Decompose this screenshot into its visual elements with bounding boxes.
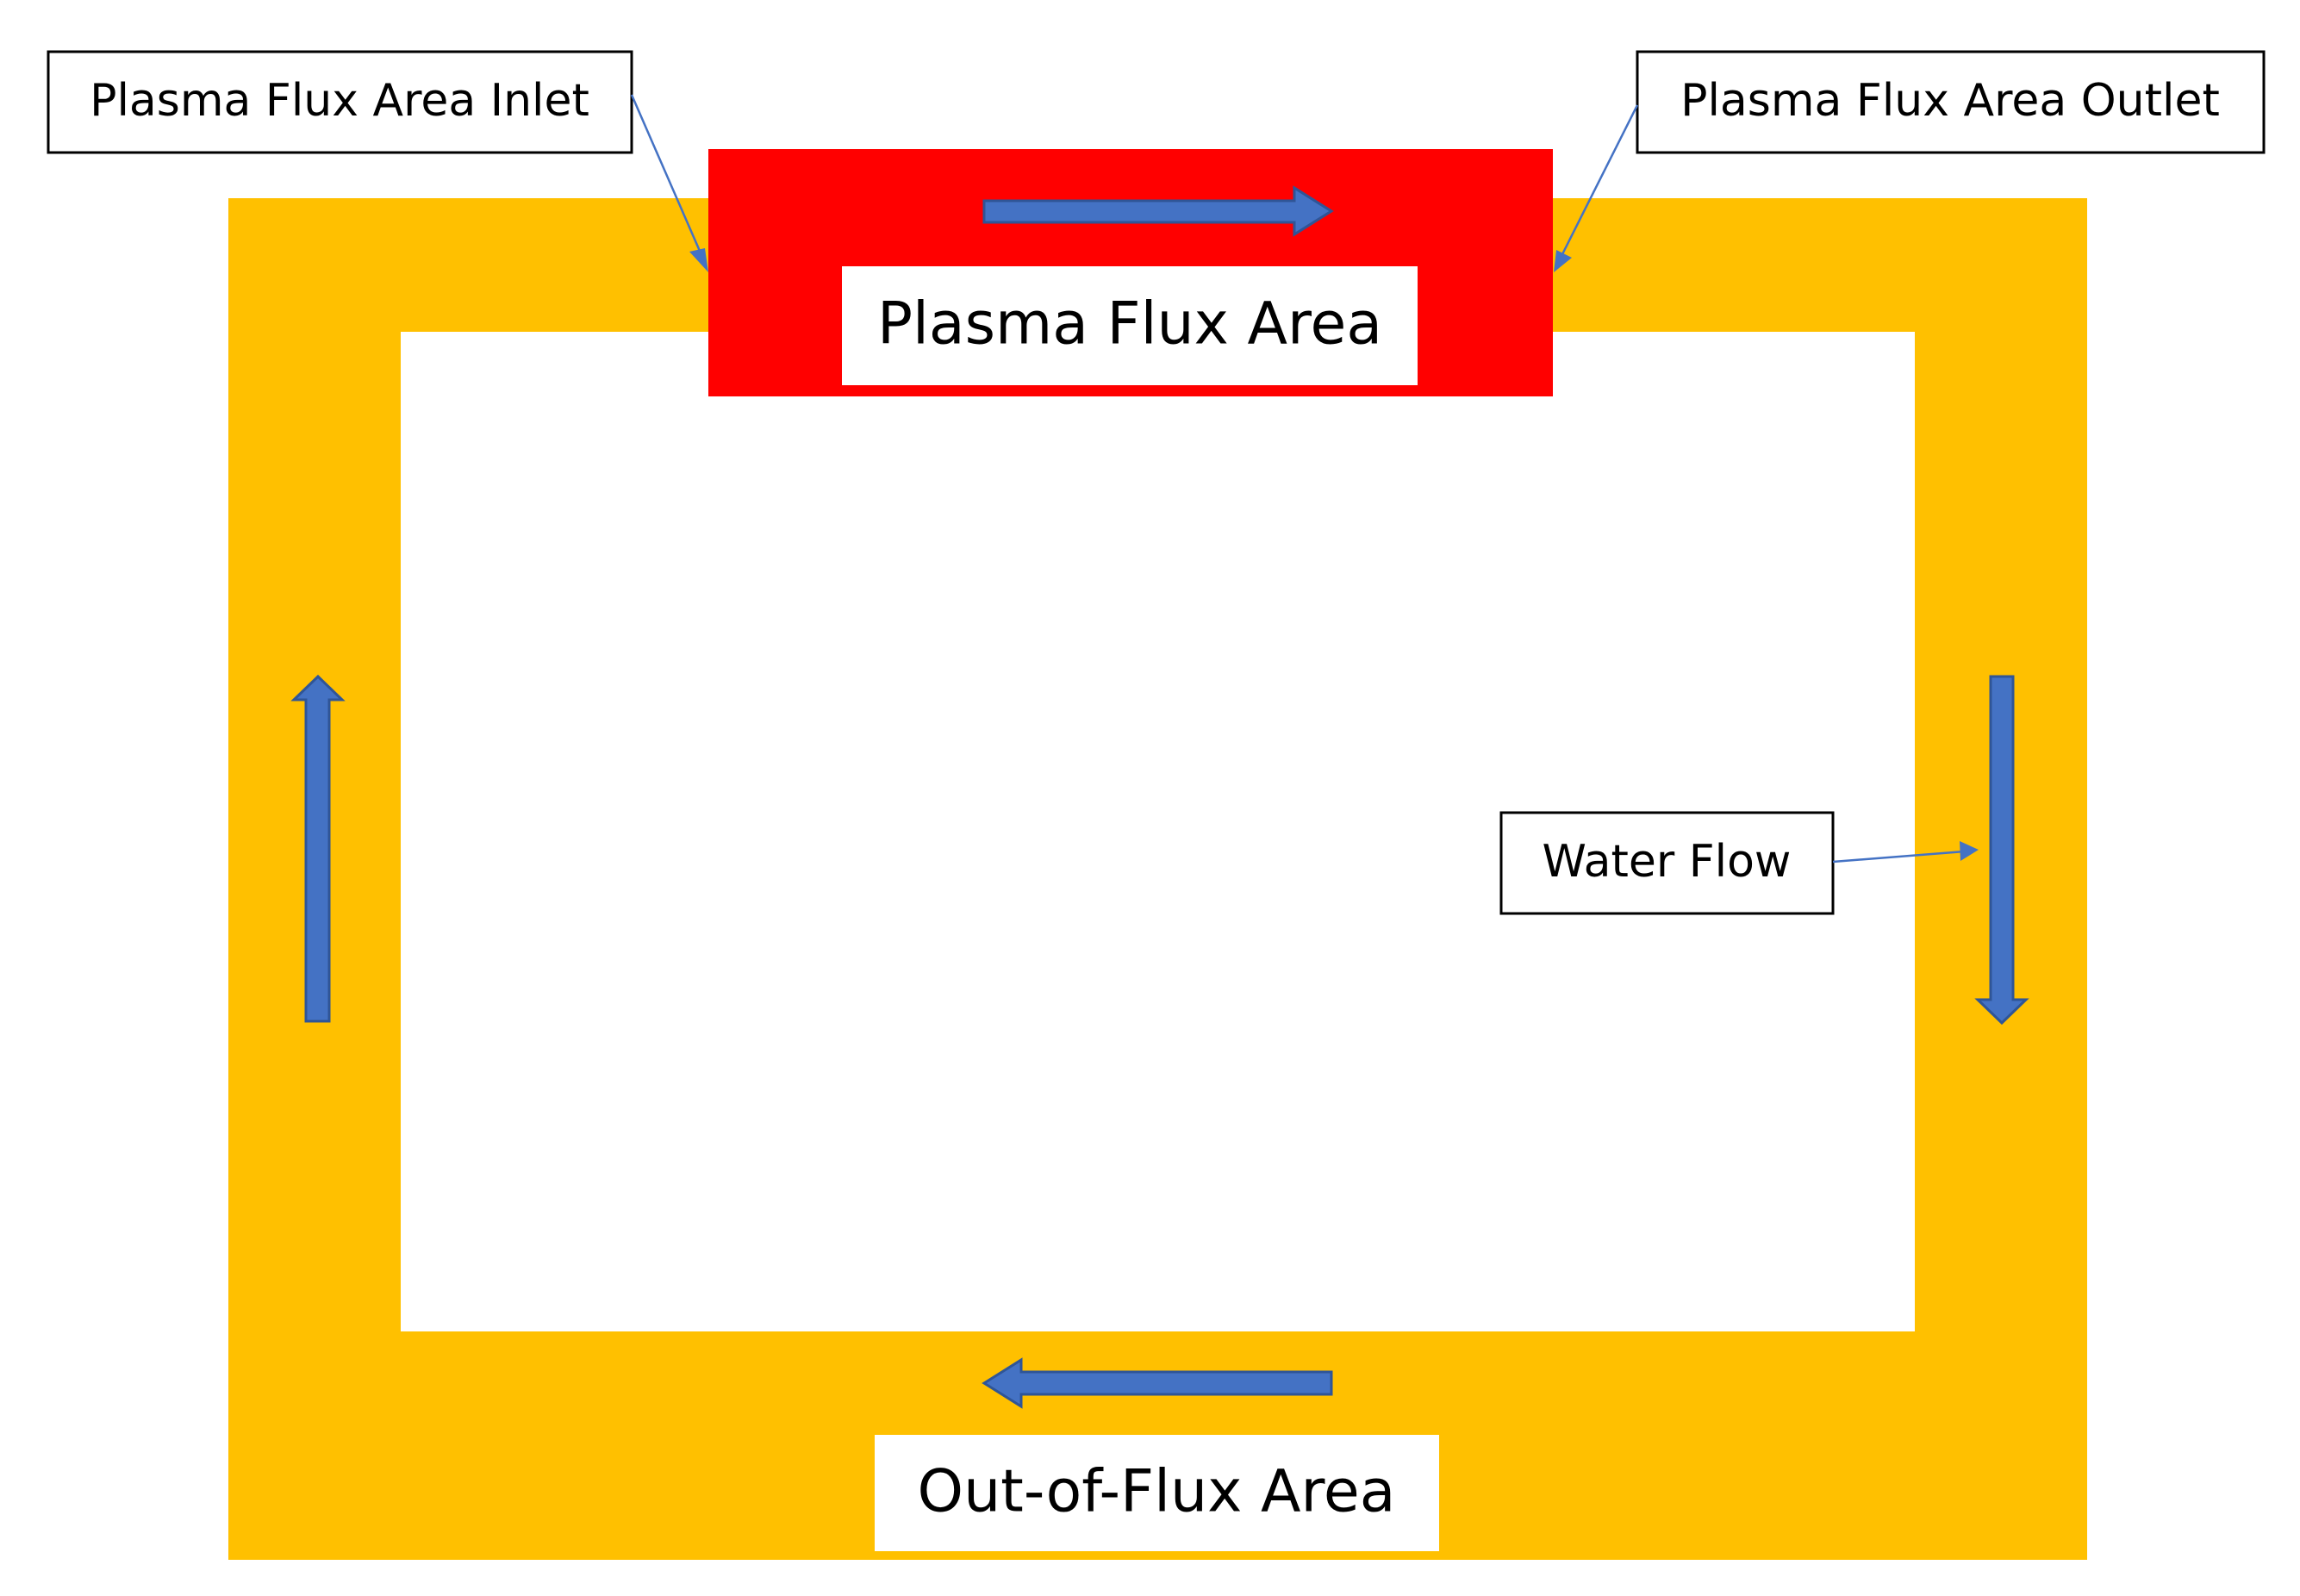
out-of-flux-area-label-box bbox=[875, 1435, 1439, 1551]
outlet-callout-box bbox=[1636, 50, 2266, 154]
outlet-callout-label: Plasma Flux Area Outlet bbox=[1680, 75, 2220, 127]
inlet-callout-box bbox=[47, 50, 633, 154]
water-flow-callout-arrowhead-icon bbox=[1960, 841, 1979, 861]
out-of-flux-loop bbox=[228, 198, 2087, 1560]
inlet-callout-arrowhead-icon bbox=[689, 248, 708, 272]
plasma-flux-area-label: Plasma Flux Area bbox=[877, 290, 1382, 358]
flow-arrow-left-icon bbox=[982, 1357, 1333, 1409]
water-flow-callout-box bbox=[1499, 811, 1835, 915]
inlet-callout-label: Plasma Flux Area Inlet bbox=[90, 75, 589, 127]
flow-arrow-up-icon bbox=[290, 674, 346, 1023]
water-flow-callout-label: Water Flow bbox=[1543, 836, 1792, 888]
plasma-flux-area-label-box bbox=[842, 266, 1418, 385]
flow-arrow-right-icon bbox=[982, 185, 1334, 237]
outlet-callout-leader bbox=[1556, 104, 1639, 264]
outlet-callout-arrowhead-icon bbox=[1554, 250, 1572, 272]
flow-arrow-down-icon bbox=[1974, 675, 2029, 1026]
out-of-flux-area-label: Out-of-Flux Area bbox=[918, 1458, 1396, 1526]
inlet-callout-leader bbox=[630, 94, 707, 264]
water-flow-callout-leader bbox=[1832, 850, 1966, 863]
